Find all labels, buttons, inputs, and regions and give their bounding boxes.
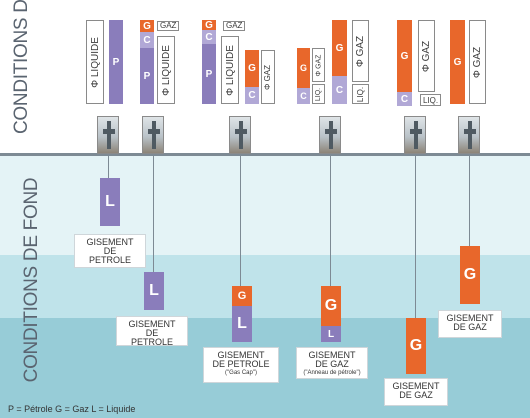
reservoir-caption: GISEMENT DE PETROLE	[74, 234, 146, 268]
petrole-bar: P	[202, 44, 216, 104]
reservoir-caption: GISEMENT DE GAZ	[384, 378, 448, 406]
liquid-label-box: LIQ.	[420, 94, 442, 106]
caption-line: DE	[103, 246, 117, 256]
reservoir-gas-cell: G	[460, 246, 480, 304]
well-pipe	[469, 154, 470, 246]
wellhead-icon	[458, 116, 480, 154]
deep-conditions-label: CONDITIONS DE FOND	[21, 177, 42, 383]
gas-label-box: GAZ	[157, 21, 180, 31]
caption-note: ("Anneau de pétrole")	[303, 370, 361, 376]
gas-phase-box: Φ GAZ	[312, 48, 325, 82]
caption-line: DE PETROLE	[212, 359, 270, 369]
condensat-cell: C	[202, 30, 216, 44]
condensat-cell: C	[140, 32, 154, 48]
gas-cell: G	[297, 48, 310, 88]
well-pipe	[415, 154, 416, 318]
condensat-cell: C	[397, 92, 412, 106]
liquid-phase-box: LIQ.	[352, 84, 369, 104]
wellhead-icon	[97, 116, 119, 154]
wellhead-icon	[142, 116, 164, 154]
well-pipe	[153, 154, 154, 272]
caption-line: GISEMENT	[128, 319, 176, 329]
well-pipe	[108, 154, 109, 178]
reservoir-liquid-cell: L	[100, 178, 120, 226]
liquid-phase-box: Φ LIQUIDE	[157, 36, 175, 104]
gas-phase-box: Φ GAZ	[418, 20, 435, 92]
gas-label-box: GAZ	[223, 21, 246, 31]
wellhead-icon	[404, 116, 426, 154]
caption-line: DE GAZ	[315, 359, 349, 369]
reservoir-caption: GISEMENT DE GAZ ("Anneau de pétrole")	[296, 347, 368, 379]
gas-cell: G	[140, 20, 154, 32]
liquid-phase-box: Φ LIQUIDE	[86, 20, 104, 104]
reservoir-liquid-cell: L	[144, 272, 164, 310]
reservoir-gas-cell: G	[406, 318, 426, 374]
well-pipe	[330, 154, 331, 286]
reservoir-liquid-cell: L	[321, 326, 341, 342]
gas-cell: G	[202, 20, 216, 31]
reservoir-liquid-cell: L	[232, 306, 252, 342]
caption-line: GISEMENT	[86, 237, 134, 247]
caption-line: PETROLE	[130, 337, 173, 347]
caption-line: GISEMENT	[308, 350, 356, 360]
reservoir-gas-cell: G	[321, 286, 341, 326]
petrole-bar: P	[109, 20, 123, 104]
caption-line: DE	[145, 328, 159, 338]
reservoir-caption: GISEMENT DE PETROLE ("Gas Cap")	[203, 347, 279, 383]
condensat-cell: C	[332, 76, 347, 104]
reservoir-caption: GISEMENT DE GAZ	[438, 310, 502, 338]
gas-phase-box: Φ GAZ	[352, 20, 369, 82]
liquid-phase-box: Φ LIQUIDE	[221, 36, 239, 104]
caption-line: GISEMENT	[392, 381, 440, 391]
reservoir-gas-cell: G	[232, 286, 252, 306]
wellhead-icon	[319, 116, 341, 154]
caption-line: PETROLE	[88, 255, 131, 265]
caption-line: DE GAZ	[453, 322, 487, 332]
reservoir-caption: GISEMENT DE PETROLE	[116, 316, 188, 347]
gas-phase-box: Φ GAZ	[261, 50, 275, 104]
petrole-bar: P	[140, 48, 154, 104]
legend: P = Pétrole G = Gaz L = Liquide	[8, 404, 136, 414]
caption-note: ("Gas Cap")	[225, 370, 257, 376]
caption-line: GISEMENT	[217, 350, 265, 360]
caption-line: GISEMENT	[446, 313, 494, 323]
gas-cell: G	[397, 20, 412, 92]
surface-conditions-label: CONDITIONS DE SURFACE	[11, 0, 32, 134]
gas-cell: G	[245, 50, 259, 87]
condensat-cell: C	[297, 88, 310, 104]
gas-phase-box: Φ GAZ	[469, 20, 486, 104]
gas-cell: G	[450, 20, 465, 104]
gas-cell: G	[332, 20, 347, 76]
well-pipe	[240, 154, 241, 286]
caption-line: DE GAZ	[399, 390, 433, 400]
ground-surface-line	[0, 153, 530, 156]
wellhead-icon	[229, 116, 251, 154]
condensat-cell: C	[245, 87, 259, 104]
liquid-phase-box: LIQ.	[312, 84, 325, 104]
